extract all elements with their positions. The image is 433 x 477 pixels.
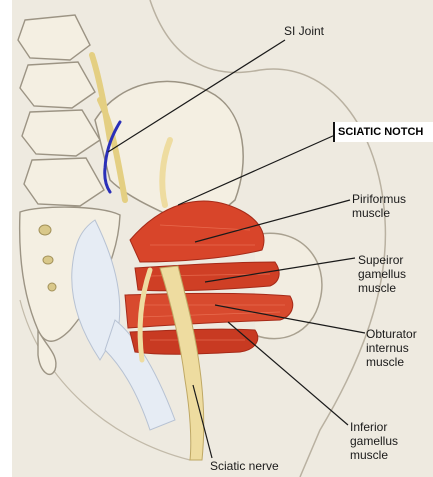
- label-si-joint: SI Joint: [284, 24, 324, 38]
- label-sciatic-notch: SCIATIC NOTCH: [333, 122, 433, 142]
- label-piriformus-muscle: Piriformus muscle: [352, 192, 406, 220]
- superior-gemellus-muscle: [135, 262, 279, 291]
- white-margin: [0, 0, 12, 477]
- label-inferior-gamellus-muscle: Inferior gamellus muscle: [350, 420, 398, 462]
- label-sciatic-nerve: Sciatic nerve: [210, 459, 279, 473]
- label-superior-gamellus-muscle: Supeiror gamellus muscle: [358, 253, 406, 295]
- label-obturator-internus-muscle: Obturator internus muscle: [366, 327, 417, 369]
